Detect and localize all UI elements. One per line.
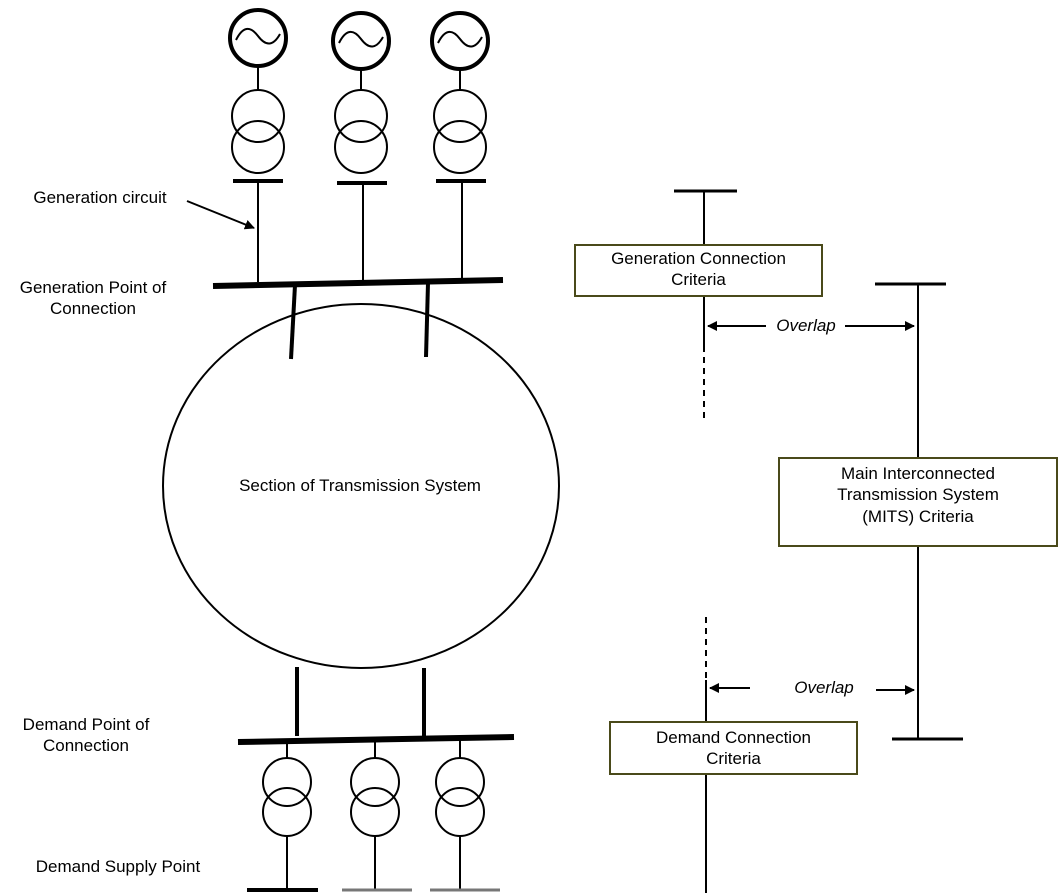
demand-poc-line2: Connection: [42, 736, 129, 756]
gen-transformer-1: [231, 89, 285, 174]
generation-poc-line2: Connection: [49, 299, 136, 319]
generation-poc-label: Generation Point of Connection: [8, 277, 178, 320]
generation-poc-line1: Generation Point of: [19, 278, 167, 297]
demand-supply-point-label: Demand Supply Point: [35, 857, 201, 876]
gen-transformer-2: [334, 89, 388, 174]
generation-circuit-label: Generation circuit: [33, 188, 167, 207]
generation-criteria-line2: Criteria: [671, 270, 726, 290]
overlap-top-label: Overlap: [776, 316, 836, 335]
transmission-system-ellipse: [162, 303, 560, 669]
generation-busbar: [212, 277, 504, 289]
generator-3: [430, 11, 490, 71]
generation-criteria-box: Generation Connection Criteria: [574, 244, 823, 297]
overlap-bottom-label: Overlap: [794, 678, 854, 697]
gen-link-1: [289, 284, 297, 360]
demand-transformer-2: [350, 757, 400, 837]
demand-criteria-box: Demand Connection Criteria: [609, 721, 858, 775]
mits-line1: Main Interconnected: [840, 464, 996, 483]
generator-2: [331, 11, 391, 71]
demand-poc-line1: Demand Point of: [22, 715, 150, 734]
generation-criteria-line1: Generation Connection: [611, 249, 786, 268]
gen-link-2: [424, 282, 430, 358]
demand-criteria-line1: Demand Connection: [656, 728, 811, 747]
section-transmission-label: Section of Transmission System: [239, 476, 481, 495]
gen-transformer-3: [433, 89, 487, 174]
generation-circuit-arrow: [186, 200, 255, 230]
mits-criteria-box: Main Interconnected Transmission System …: [778, 457, 1058, 547]
demand-busbar: [237, 734, 515, 745]
mits-line3: (MITS) Criteria: [862, 506, 974, 526]
generator-1: [228, 8, 288, 68]
demand-transformer-3: [435, 757, 485, 837]
demand-transformer-1: [262, 757, 312, 837]
mits-line2: Transmission System: [837, 485, 999, 505]
demand-criteria-line2: Criteria: [706, 749, 761, 769]
demand-poc-label: Demand Point of Connection: [6, 714, 166, 757]
